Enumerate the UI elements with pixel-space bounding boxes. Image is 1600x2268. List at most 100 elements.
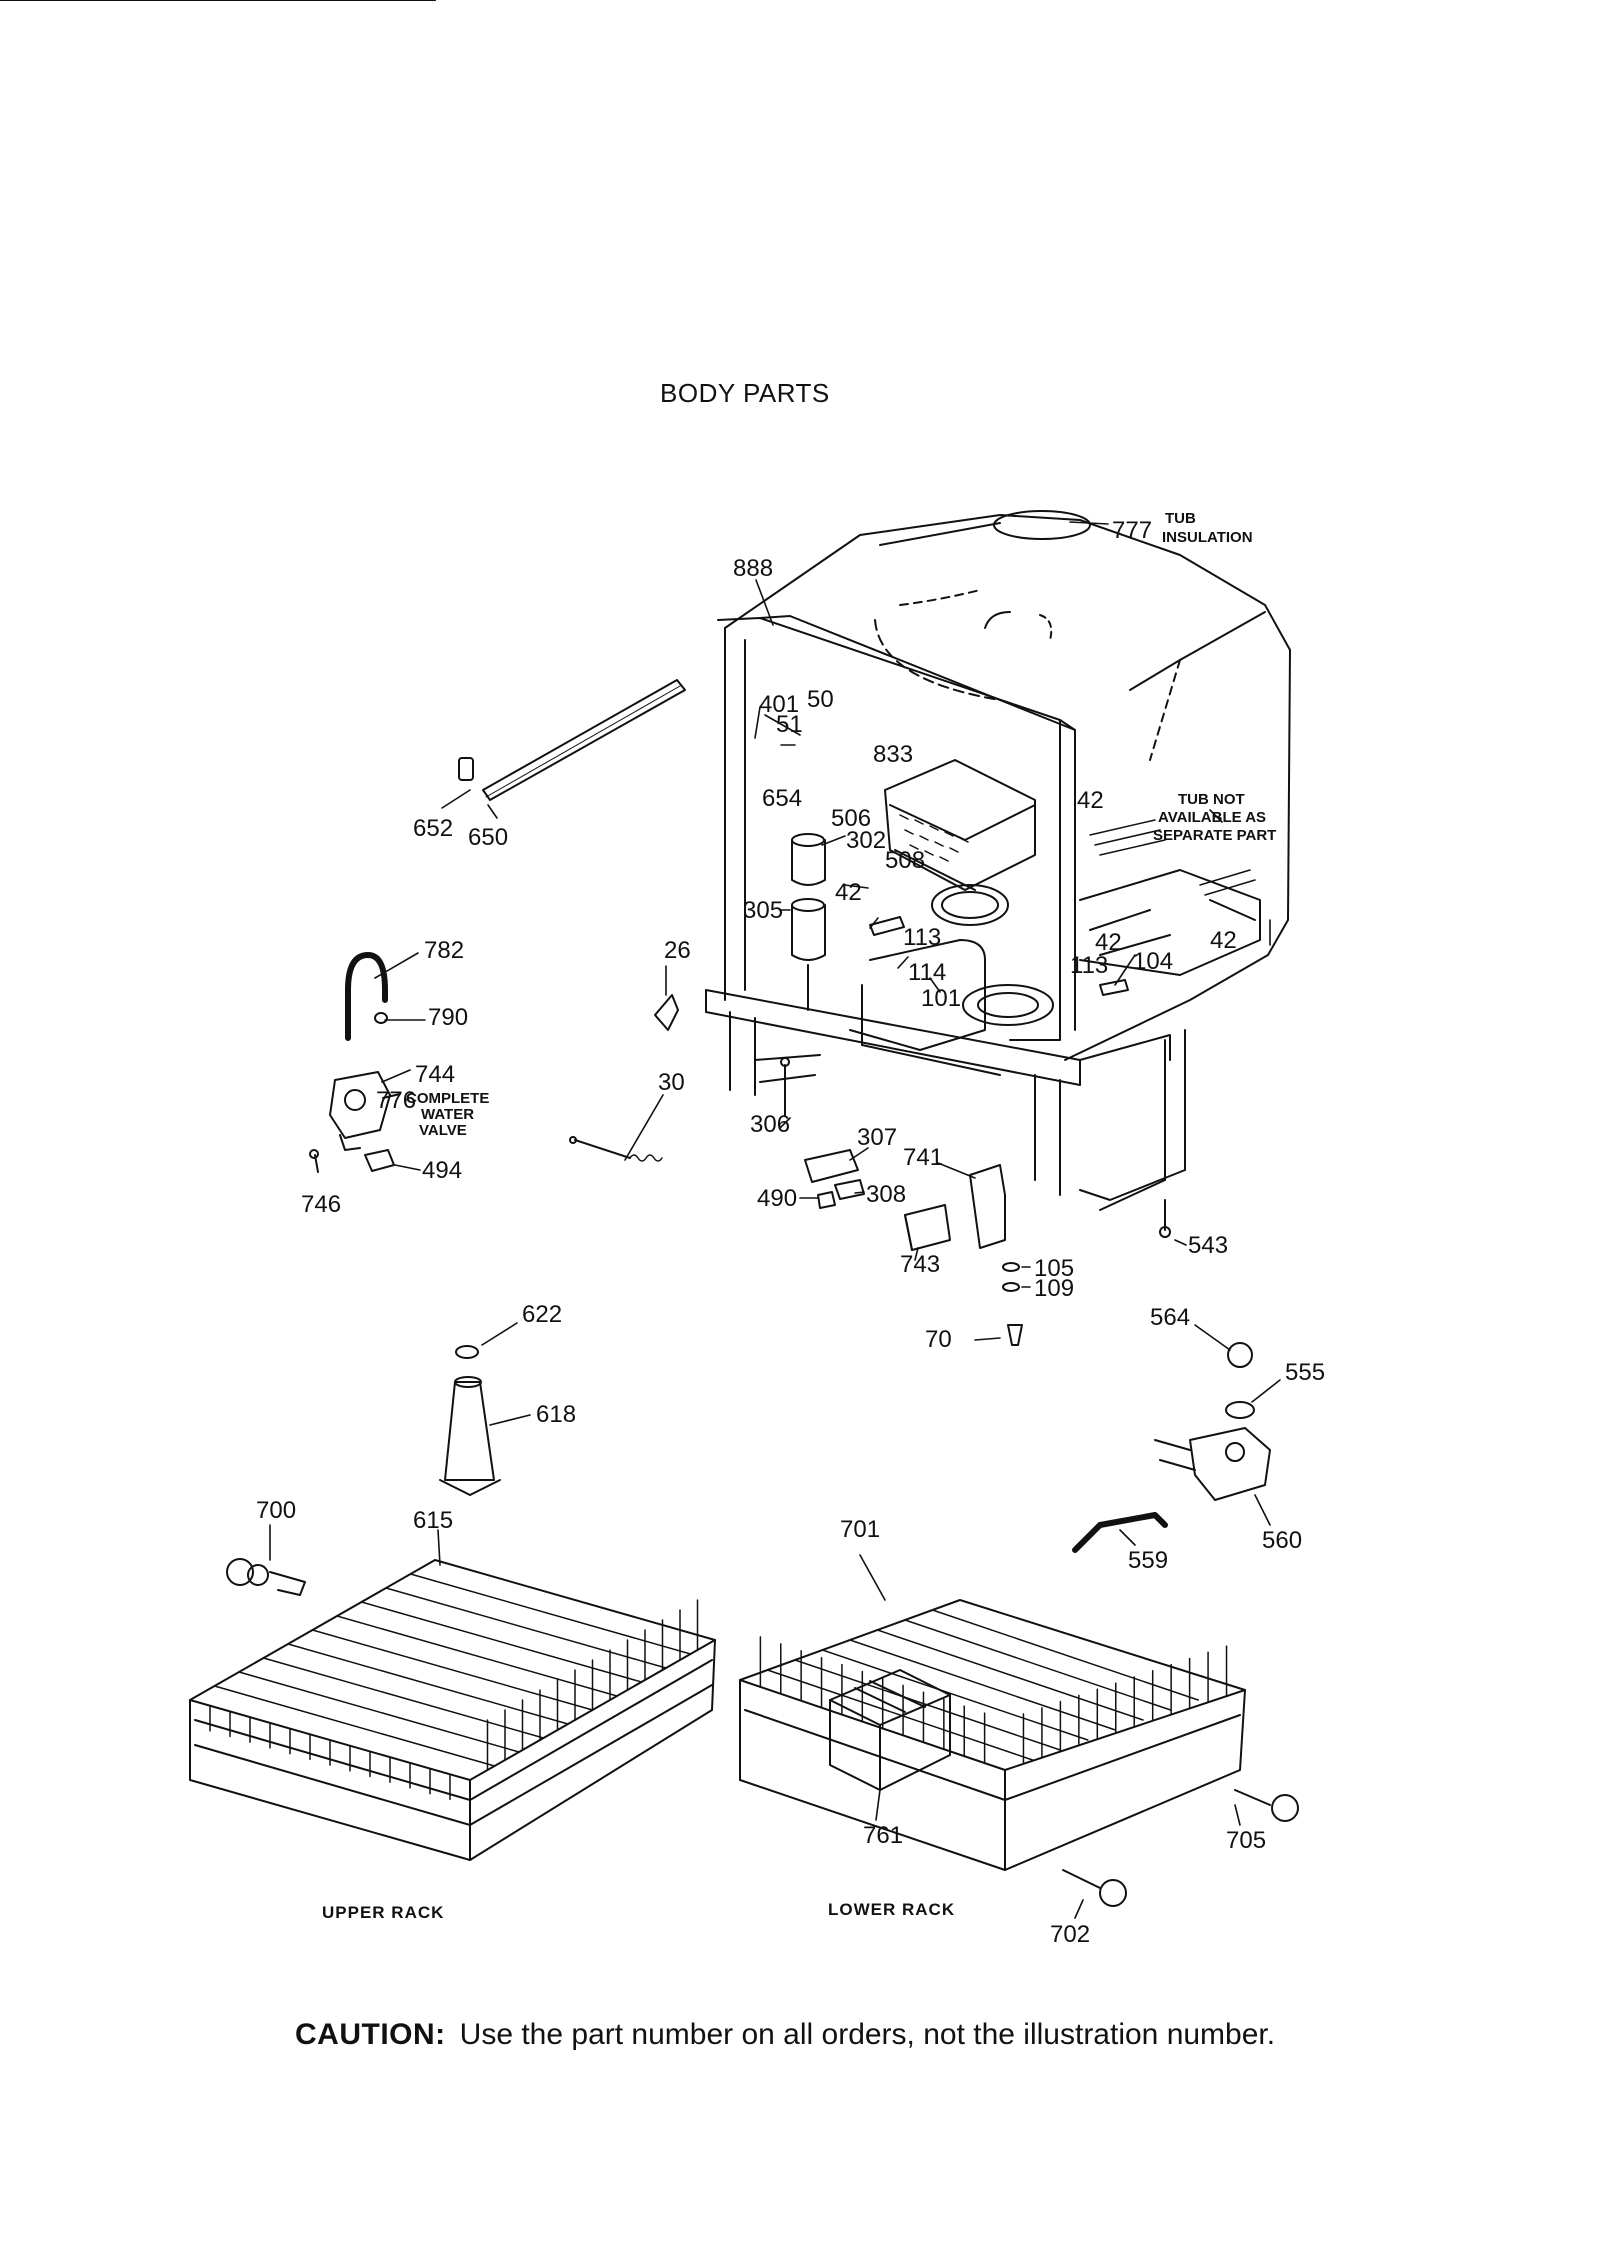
callout-494: 494 (422, 1157, 462, 1184)
callout-618: 618 (536, 1401, 576, 1428)
callout-42-c: 42 (1095, 929, 1122, 956)
spray-tower-618 (439, 1376, 501, 1496)
tub-assembly (705, 510, 1291, 1211)
callout-701: 701 (840, 1516, 880, 1543)
callout-741: 741 (903, 1144, 943, 1171)
callout-306: 306 (750, 1111, 790, 1138)
door-gasket-650 (482, 679, 686, 801)
callout-506: 506 (831, 805, 871, 832)
hose-782 (345, 952, 388, 1041)
part-104 (1007, 1324, 1023, 1346)
callout-744: 744 (415, 1061, 455, 1088)
caution-note: CAUTION: Use the part number on all order… (295, 2018, 1275, 2052)
wheel-705 (1234, 1789, 1299, 1822)
water-valve-744 (329, 1071, 401, 1151)
callout-105: 105 (1034, 1255, 1074, 1282)
upper-rack (0, 0, 716, 1861)
screw-746 (309, 1149, 319, 1173)
callout-555: 555 (1285, 1359, 1325, 1386)
caution-lead: CAUTION: (295, 2018, 446, 2051)
label-lower-rack: LOWER RACK (828, 1900, 955, 1919)
part-490 (817, 1191, 836, 1209)
leader-lines (269, 521, 1281, 1919)
silverware-basket-761 (829, 1669, 951, 1791)
ring-555 (1225, 1401, 1255, 1419)
clip-652 (458, 757, 474, 781)
callout-307: 307 (857, 1124, 897, 1151)
page-title: BODY PARTS (660, 378, 830, 408)
module-743 (904, 1204, 951, 1251)
callout-42-b: 42 (1077, 787, 1104, 814)
latch-26 (654, 994, 679, 1031)
washers-105-109 (1002, 1262, 1020, 1292)
label-tub-not-2: AVAILABLE AS (1158, 809, 1266, 826)
callout-888: 888 (733, 555, 773, 582)
pump-560 (1154, 1427, 1271, 1501)
callout-543: 104 (1133, 948, 1173, 975)
callout-42-d: 42 (1210, 927, 1237, 954)
callout-743: 743 (900, 1251, 940, 1278)
nut-622 (455, 1345, 479, 1359)
callout-401: 401 (759, 691, 799, 718)
bracket-494 (364, 1149, 395, 1172)
callout-104: 70 (925, 1326, 952, 1353)
callout-30: 30 (658, 1069, 685, 1096)
callout-782: 782 (424, 937, 464, 964)
label-upper-rack: UPPER RACK (322, 1903, 444, 1922)
label-valve: VALVE (419, 1122, 467, 1139)
callout-622: 622 (522, 1301, 562, 1328)
clip-790 (374, 1012, 388, 1024)
callout-114: 114 (908, 959, 946, 986)
callout-650: 650 (468, 824, 508, 851)
spring-30 (569, 1136, 663, 1162)
callout-746: 746 (301, 1191, 341, 1218)
callout-numbers: 777 TUB INSULATION 888 401 50 51 833 654… (256, 510, 1325, 1948)
callout-833: 833 (873, 741, 913, 768)
wheel-700 (226, 1558, 306, 1596)
callout-702: 702 (1050, 1921, 1090, 1948)
callout-51: 51 (776, 711, 803, 738)
callout-42-a: 42 (835, 879, 862, 906)
label-tub: TUB (1165, 510, 1196, 527)
lower-rack (739, 1599, 1246, 1871)
label-tub-not-3: SEPARATE PART (1153, 827, 1276, 844)
label-insulation: INSULATION (1162, 529, 1253, 546)
callout-564: 564 (1150, 1304, 1190, 1331)
bracket-308 (834, 1179, 865, 1200)
callout-776: 776 (376, 1087, 416, 1114)
callout-777: 777 (1112, 517, 1152, 544)
callout-615: 615 (413, 1507, 453, 1534)
callout-508: 508 (885, 847, 925, 874)
screw-70 (1159, 1199, 1171, 1238)
label-water: WATER (421, 1106, 474, 1123)
callout-302: 302 (846, 827, 886, 854)
callout-560: 560 (1262, 1527, 1302, 1554)
hose-559 (1072, 1512, 1168, 1553)
screw-306 (780, 1057, 790, 1116)
callout-305: 305 (743, 897, 783, 924)
callout-26: 26 (664, 937, 691, 964)
part-564 (1227, 1342, 1253, 1368)
callout-652: 652 (413, 815, 453, 842)
callout-654: 654 (762, 785, 802, 812)
bracket-741 (969, 1164, 1006, 1249)
label-tub-not-1: TUB NOT (1178, 791, 1245, 808)
callout-70: 543 (1188, 1232, 1228, 1259)
callout-113-b: 113 (1070, 952, 1108, 979)
callout-761: 761 (863, 1822, 903, 1849)
callout-490: 490 (757, 1185, 797, 1212)
callout-790: 790 (428, 1004, 468, 1031)
callout-700: 700 (256, 1497, 296, 1524)
callout-101: 101 (921, 985, 961, 1012)
switch-307 (804, 1149, 859, 1183)
callout-109: 109 (1034, 1275, 1074, 1302)
callout-50: 50 (807, 686, 834, 713)
wheel-702 (1062, 1869, 1127, 1907)
label-complete: COMPLETE (406, 1090, 489, 1107)
callout-705: 705 (1226, 1827, 1266, 1854)
callout-113-a: 113 (903, 924, 941, 951)
caution-text: Use the part number on all orders, not t… (459, 2018, 1276, 2051)
callout-308: 308 (866, 1181, 906, 1208)
